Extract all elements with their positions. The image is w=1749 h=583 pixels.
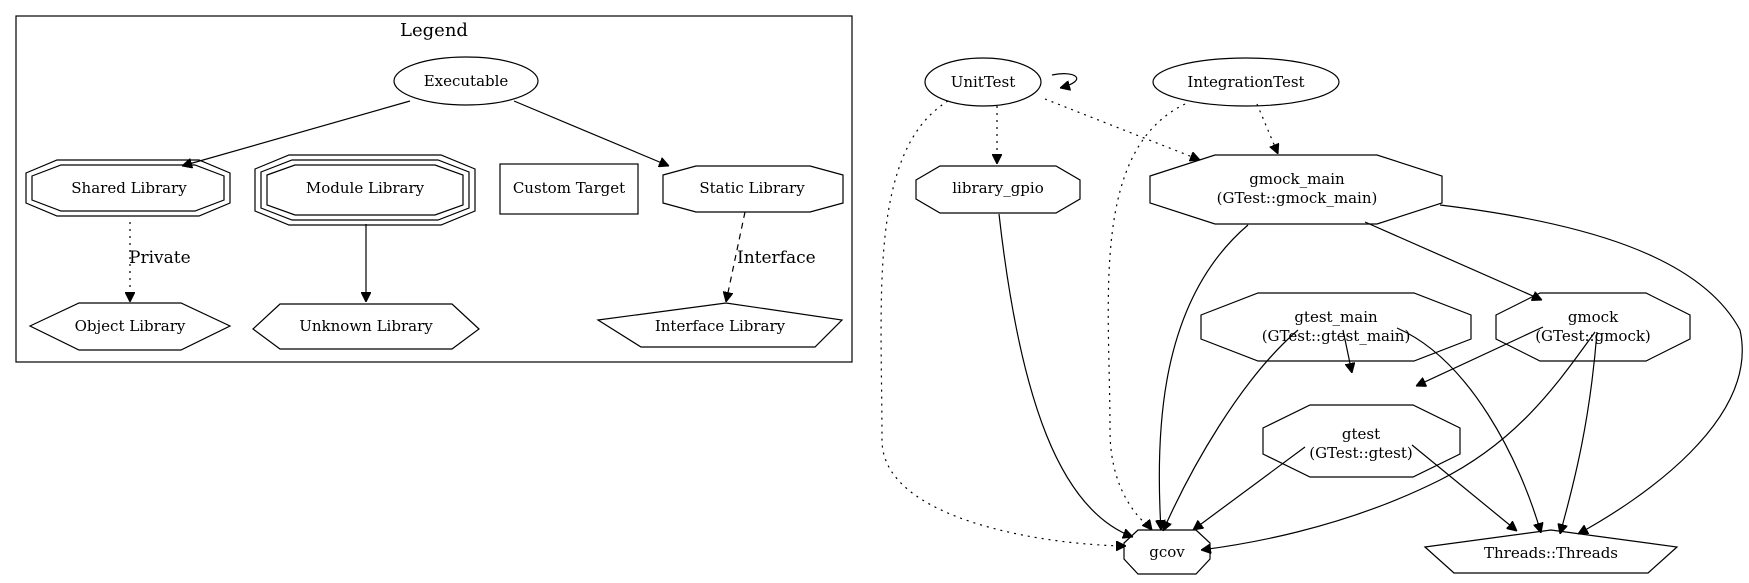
edge-unittest-gmock-main <box>1044 98 1200 160</box>
target-graph: UnitTest IntegrationTest library_gpio gm… <box>880 57 1743 575</box>
legend-node-executable: Executable <box>393 56 539 106</box>
legend-label-module-library: Module Library <box>306 179 425 197</box>
edge-unittest-self <box>1051 73 1078 88</box>
edge-gmock-main-gcov <box>1159 224 1249 530</box>
legend-label-unknown-library: Unknown Library <box>299 317 433 335</box>
legend-node-custom-target: Custom Target <box>499 163 639 215</box>
legend-node-static-library: Static Library <box>662 165 844 213</box>
legend-label-static-library: Static Library <box>699 179 805 197</box>
label-gcov: gcov <box>1149 543 1185 561</box>
legend-label-executable: Executable <box>424 72 509 90</box>
edge-gmock-main-threads <box>1439 204 1743 534</box>
legend-edge-label-interface: Interface <box>737 248 816 268</box>
legend-node-shared-library: Shared Library <box>25 159 231 217</box>
legend-edge-static-interface <box>726 211 746 302</box>
label-gmock-name: gmock <box>1568 308 1619 326</box>
edge-integrationtest-gmock-main <box>1256 103 1278 154</box>
node-gmock[interactable]: gmock (GTest::gmock) <box>1495 292 1691 362</box>
label-gtest-alias: (GTest::gtest) <box>1309 444 1412 462</box>
node-library-gpio[interactable]: library_gpio <box>915 165 1081 214</box>
legend-edge-exec-shared <box>182 100 411 166</box>
legend-label-interface-library: Interface Library <box>655 317 786 335</box>
label-integrationtest: IntegrationTest <box>1187 73 1304 91</box>
legend-frame <box>15 15 853 363</box>
node-integrationtest[interactable]: IntegrationTest <box>1152 57 1340 107</box>
edge-gtest-main-gtest <box>1342 329 1352 373</box>
node-gmock-main[interactable]: gmock_main (GTest::gmock_main) <box>1149 154 1443 225</box>
label-unittest: UnitTest <box>951 73 1016 91</box>
edge-gtest-threads <box>1411 444 1517 531</box>
legend-label-object-library: Object Library <box>75 317 186 335</box>
label-gtest-main-alias: (GTest::gtest_main) <box>1262 327 1411 345</box>
node-gtest[interactable]: gtest (GTest::gtest) <box>1262 404 1461 478</box>
legend-label-shared-library: Shared Library <box>71 179 187 197</box>
edge-gmock-threads <box>1560 331 1598 534</box>
node-gcov[interactable]: gcov <box>1123 529 1211 575</box>
legend-node-unknown-library: Unknown Library <box>252 303 480 350</box>
edge-gmock-gcov <box>1201 331 1596 550</box>
edge-gmock-main-gmock <box>1364 221 1542 300</box>
legend-label-custom-target: Custom Target <box>513 179 625 197</box>
legend-edge-exec-static <box>513 100 669 166</box>
legend-node-object-library: Object Library <box>28 302 232 351</box>
legend-node-module-library: Module Library <box>254 154 476 226</box>
edge-library-gpio-gcov <box>998 213 1133 537</box>
label-gmock-alias: (GTest::gmock) <box>1535 327 1651 345</box>
legend-cluster: Legend Private Interface Executable Shar… <box>15 15 853 363</box>
label-gmock-main-alias: (GTest::gmock_main) <box>1217 189 1378 207</box>
label-gmock-main-name: gmock_main <box>1249 170 1345 188</box>
edge-gtest-gcov <box>1193 446 1306 530</box>
legend-node-interface-library: Interface Library <box>596 302 844 348</box>
legend-title: Legend <box>400 20 468 41</box>
edge-gtest-main-threads <box>1396 327 1541 533</box>
edge-gtest-main-gcov <box>1163 329 1299 531</box>
legend-edge-label-private: Private <box>129 248 191 268</box>
node-threads[interactable]: Threads::Threads <box>1423 529 1679 574</box>
label-gtest-main-name: gtest_main <box>1294 308 1378 326</box>
node-gtest-main[interactable]: gtest_main (GTest::gtest_main) <box>1200 292 1472 362</box>
label-library-gpio: library_gpio <box>952 179 1044 197</box>
label-gtest-name: gtest <box>1342 425 1380 443</box>
label-threads: Threads::Threads <box>1484 544 1618 562</box>
edge-unittest-gcov <box>880 100 1126 546</box>
edge-gmock-gtest <box>1416 326 1544 386</box>
node-unittest[interactable]: UnitTest <box>924 57 1042 107</box>
